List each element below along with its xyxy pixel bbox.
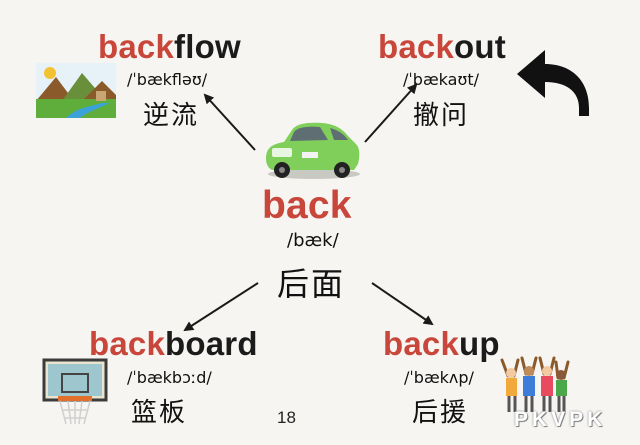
ipa-backup: /ˈbækʌp/ bbox=[404, 368, 474, 387]
word-backflow: backflow bbox=[98, 28, 241, 66]
meaning-backup: 后援 bbox=[412, 398, 469, 428]
ipa-backout: /ˈbækaʊt/ bbox=[403, 70, 479, 89]
basketball-hoop-icon bbox=[42, 358, 108, 425]
word-suffix: board bbox=[165, 325, 258, 362]
word-suffix: up bbox=[459, 325, 500, 362]
meaning-backboard: 篮板 bbox=[131, 398, 188, 428]
landscape-icon bbox=[36, 63, 116, 118]
word-prefix: back bbox=[383, 325, 460, 362]
word-prefix: back bbox=[262, 184, 352, 227]
word-backup: backup bbox=[383, 325, 500, 363]
word-backout: backout bbox=[378, 28, 506, 66]
car-icon bbox=[266, 122, 360, 179]
word-prefix: back bbox=[98, 28, 175, 65]
arrow-to-backout bbox=[364, 83, 418, 143]
arrow-to-backup bbox=[371, 282, 434, 326]
back-arrow-icon bbox=[517, 50, 589, 116]
watermark: PKVPK bbox=[514, 408, 607, 431]
word-prefix: back bbox=[378, 28, 455, 65]
ipa-backboard: /ˈbækbɔːd/ bbox=[127, 368, 212, 387]
meaning-back: 后面 bbox=[277, 265, 346, 303]
word-back: back bbox=[262, 184, 352, 228]
cheering-people-icon bbox=[500, 356, 570, 412]
word-suffix: flow bbox=[174, 28, 241, 65]
arrow-to-backflow bbox=[203, 93, 256, 151]
arrow-to-backboard bbox=[183, 282, 259, 332]
meaning-backflow: 逆流 bbox=[143, 101, 200, 131]
word-prefix: back bbox=[89, 325, 166, 362]
word-suffix: out bbox=[454, 28, 506, 65]
meaning-backout: 撤问 bbox=[413, 101, 470, 131]
page-number: 18 bbox=[277, 408, 296, 427]
ipa-backflow: /ˈbækfləʊ/ bbox=[127, 70, 208, 89]
word-backboard: backboard bbox=[89, 325, 258, 363]
ipa-back: /bæk/ bbox=[287, 230, 339, 251]
